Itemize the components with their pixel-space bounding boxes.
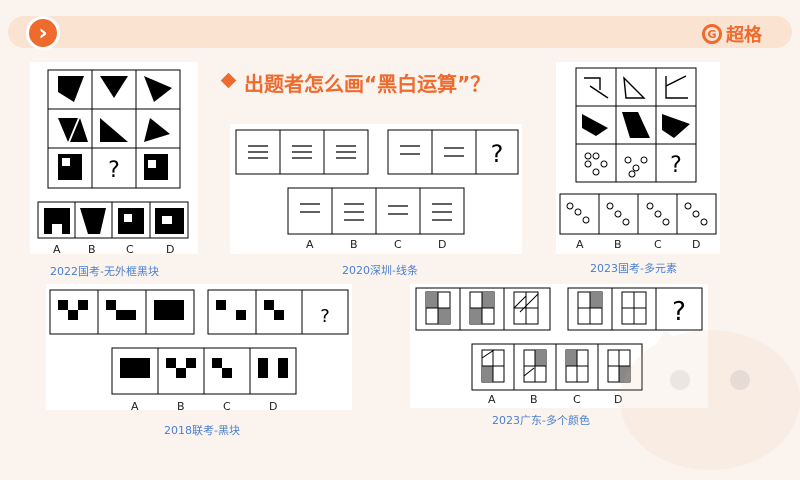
brand-logo: G 超格 — [702, 21, 762, 47]
option-label: C — [394, 238, 402, 251]
puzzle-caption: 2022国考-无外框黑块 — [50, 265, 159, 278]
option-label: B — [88, 243, 96, 256]
question-mark: ? — [491, 140, 504, 168]
chevron-right-icon: › — [38, 20, 48, 46]
option-label: D — [614, 393, 623, 406]
option-label: A — [131, 400, 139, 413]
page-title-row: 出题者怎么画“黑白运算”？ — [220, 68, 491, 97]
puzzle-caption: 2023广东-多个颜色 — [492, 414, 590, 427]
option-label: C — [223, 400, 231, 413]
puzzle-figure: ? — [49, 289, 349, 395]
diamond-bullet-icon — [220, 72, 237, 89]
puzzle-2023-guokao: ? — [556, 62, 720, 254]
option-label: A — [306, 238, 314, 251]
option-label: D — [692, 238, 701, 251]
question-mark: ? — [320, 306, 330, 327]
brand-name: 超格 — [726, 25, 762, 46]
option-label: A — [53, 243, 61, 256]
puzzle-figure: ? — [415, 287, 703, 391]
option-label: B — [177, 400, 185, 413]
puzzle-figure: ? — [235, 129, 519, 235]
puzzle-figure: ? — [37, 69, 189, 239]
option-label: B — [614, 238, 622, 251]
option-label: A — [488, 393, 496, 406]
question-mark: ? — [670, 153, 682, 178]
g-logo-icon: G — [702, 24, 722, 44]
option-label: D — [438, 238, 447, 251]
page-title: 出题者怎么画“黑白运算”？ — [244, 72, 491, 96]
puzzle-2023-guangdong: ? — [410, 284, 708, 408]
option-label: B — [530, 393, 538, 406]
option-label: A — [576, 238, 584, 251]
question-mark: ? — [672, 297, 686, 327]
mascot-watermark-icon — [620, 330, 800, 470]
puzzle-caption: 2023国考-多元素 — [590, 262, 677, 275]
option-label: D — [166, 243, 175, 256]
option-label: D — [269, 400, 278, 413]
option-label: C — [126, 243, 134, 256]
next-button[interactable]: › — [26, 16, 60, 50]
option-label: C — [654, 238, 662, 251]
puzzle-2020-shenzhen: ? — [230, 124, 522, 254]
top-bar — [8, 16, 792, 48]
puzzle-figure: ? — [559, 67, 717, 235]
puzzle-caption: 2018联考-黑块 — [164, 424, 240, 437]
puzzle-2022-guokao: ? — [30, 62, 198, 254]
option-label: B — [350, 238, 358, 251]
puzzle-caption: 2020深圳-线条 — [342, 264, 418, 277]
question-mark: ? — [108, 158, 120, 183]
puzzle-2018-liankao: ? — [46, 284, 352, 410]
option-label: C — [573, 393, 581, 406]
